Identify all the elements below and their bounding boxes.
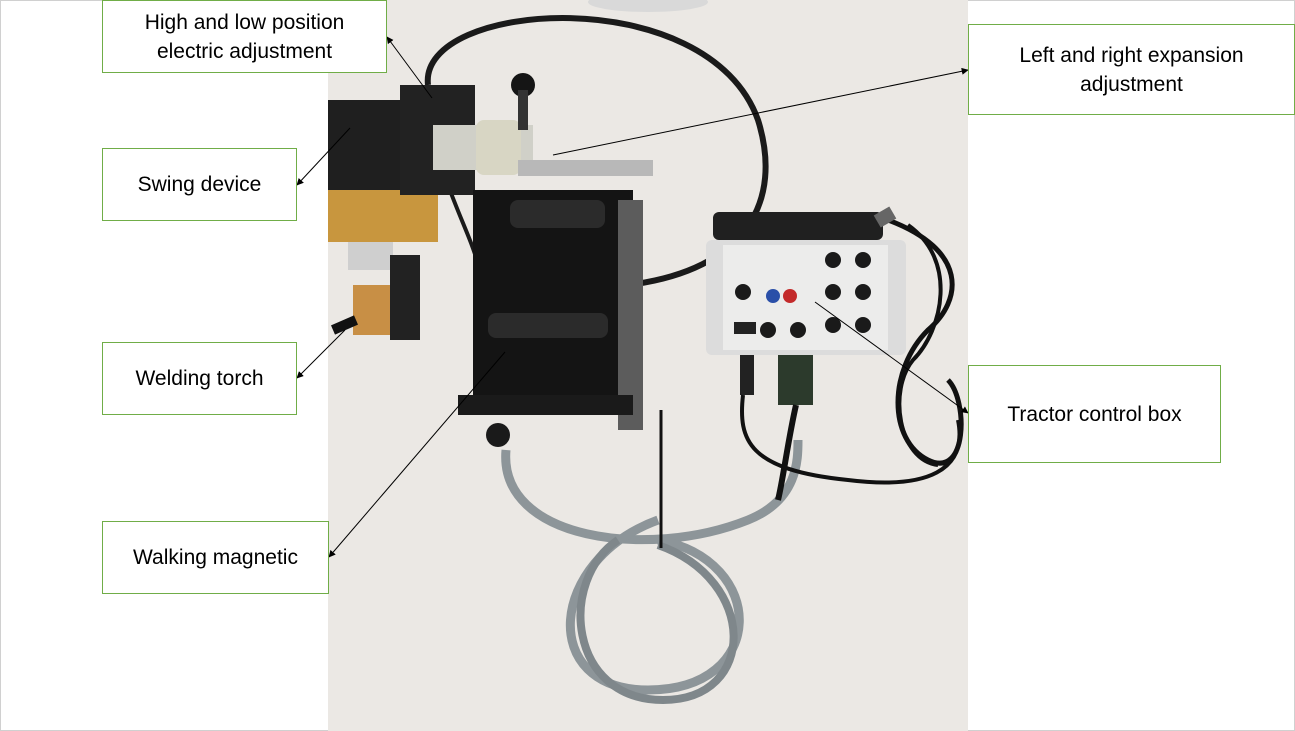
callout-welding-torch: Welding torch — [102, 342, 297, 415]
callout-walking-magnetic: Walking magnetic — [102, 521, 329, 594]
callout-tractor-control-box: Tractor control box — [968, 365, 1221, 463]
callout-swing-device: Swing device — [102, 148, 297, 221]
callout-high-low-adjustment: High and low position electric adjustmen… — [102, 0, 387, 73]
callout-left-right-adjustment: Left and right expansion adjustment — [968, 24, 1295, 115]
welding-tractor-photo — [328, 0, 968, 731]
